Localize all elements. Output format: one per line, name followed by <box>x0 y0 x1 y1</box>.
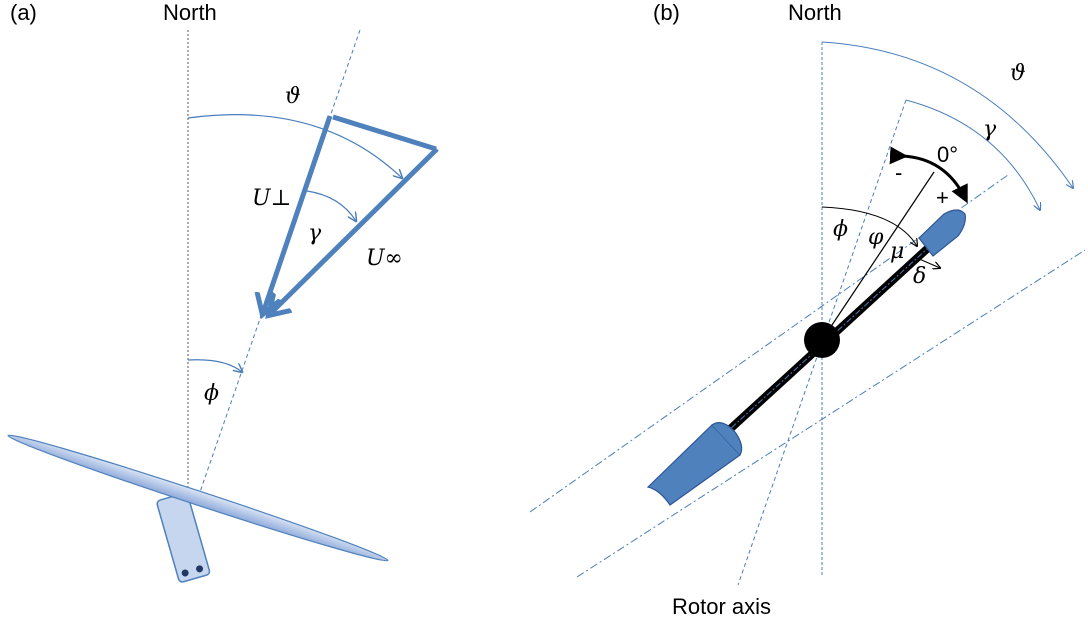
zero-degree-label: 0° <box>937 142 958 167</box>
phi-label-a: ϕ <box>204 381 219 406</box>
gamma-arc <box>306 190 356 221</box>
phi-label-b: ϕ <box>833 217 848 242</box>
minus-label: - <box>895 160 902 185</box>
gamma-label-b: γ <box>983 117 997 142</box>
blade-arm-axis <box>704 247 929 453</box>
phi-arc <box>187 359 242 372</box>
lower-nacelle <box>646 424 741 506</box>
theta-label-a: ϑ <box>285 84 301 109</box>
theta-label-b: ϑ <box>1010 61 1026 86</box>
varphi-label: φ <box>868 225 884 250</box>
panel-b: (b) North ϑ γ ϕ φ μ δ 0° - + Rotor axis <box>529 0 1086 619</box>
gamma-label-a: γ <box>308 221 322 246</box>
north-label-b: North <box>788 0 842 25</box>
u-inf-vector <box>272 147 439 312</box>
rotor-axis-line <box>737 99 907 586</box>
north-label-a: North <box>163 0 217 25</box>
hub <box>804 322 840 358</box>
upper-nacelle <box>918 209 966 257</box>
panel-b-tag: (b) <box>653 0 680 25</box>
theta-arc <box>187 114 402 178</box>
theta-arc-b <box>821 41 1073 188</box>
delta-label: δ <box>913 264 926 289</box>
rotor-axis-label: Rotor axis <box>672 594 771 619</box>
u-perp-vector <box>264 115 333 310</box>
panel-a-tag: (a) <box>10 0 37 25</box>
blade-reference-line <box>576 249 1086 578</box>
mu-label: μ <box>890 239 904 264</box>
rotor-blade-a <box>7 434 389 562</box>
u-perp-label: U⊥ <box>252 186 291 211</box>
wind-axis-line <box>199 29 361 493</box>
gamma-arc-b <box>905 99 1040 210</box>
cross-component <box>332 114 437 152</box>
pitch-direction-arrow <box>889 146 968 204</box>
u-inf-label: U∞ <box>366 246 403 271</box>
lower-nacelle-cap <box>711 422 743 456</box>
panel-a: (a) North ϑ U⊥ γ U∞ ϕ <box>7 0 439 583</box>
plus-label: + <box>936 185 949 210</box>
phi-arc-b <box>821 206 917 246</box>
